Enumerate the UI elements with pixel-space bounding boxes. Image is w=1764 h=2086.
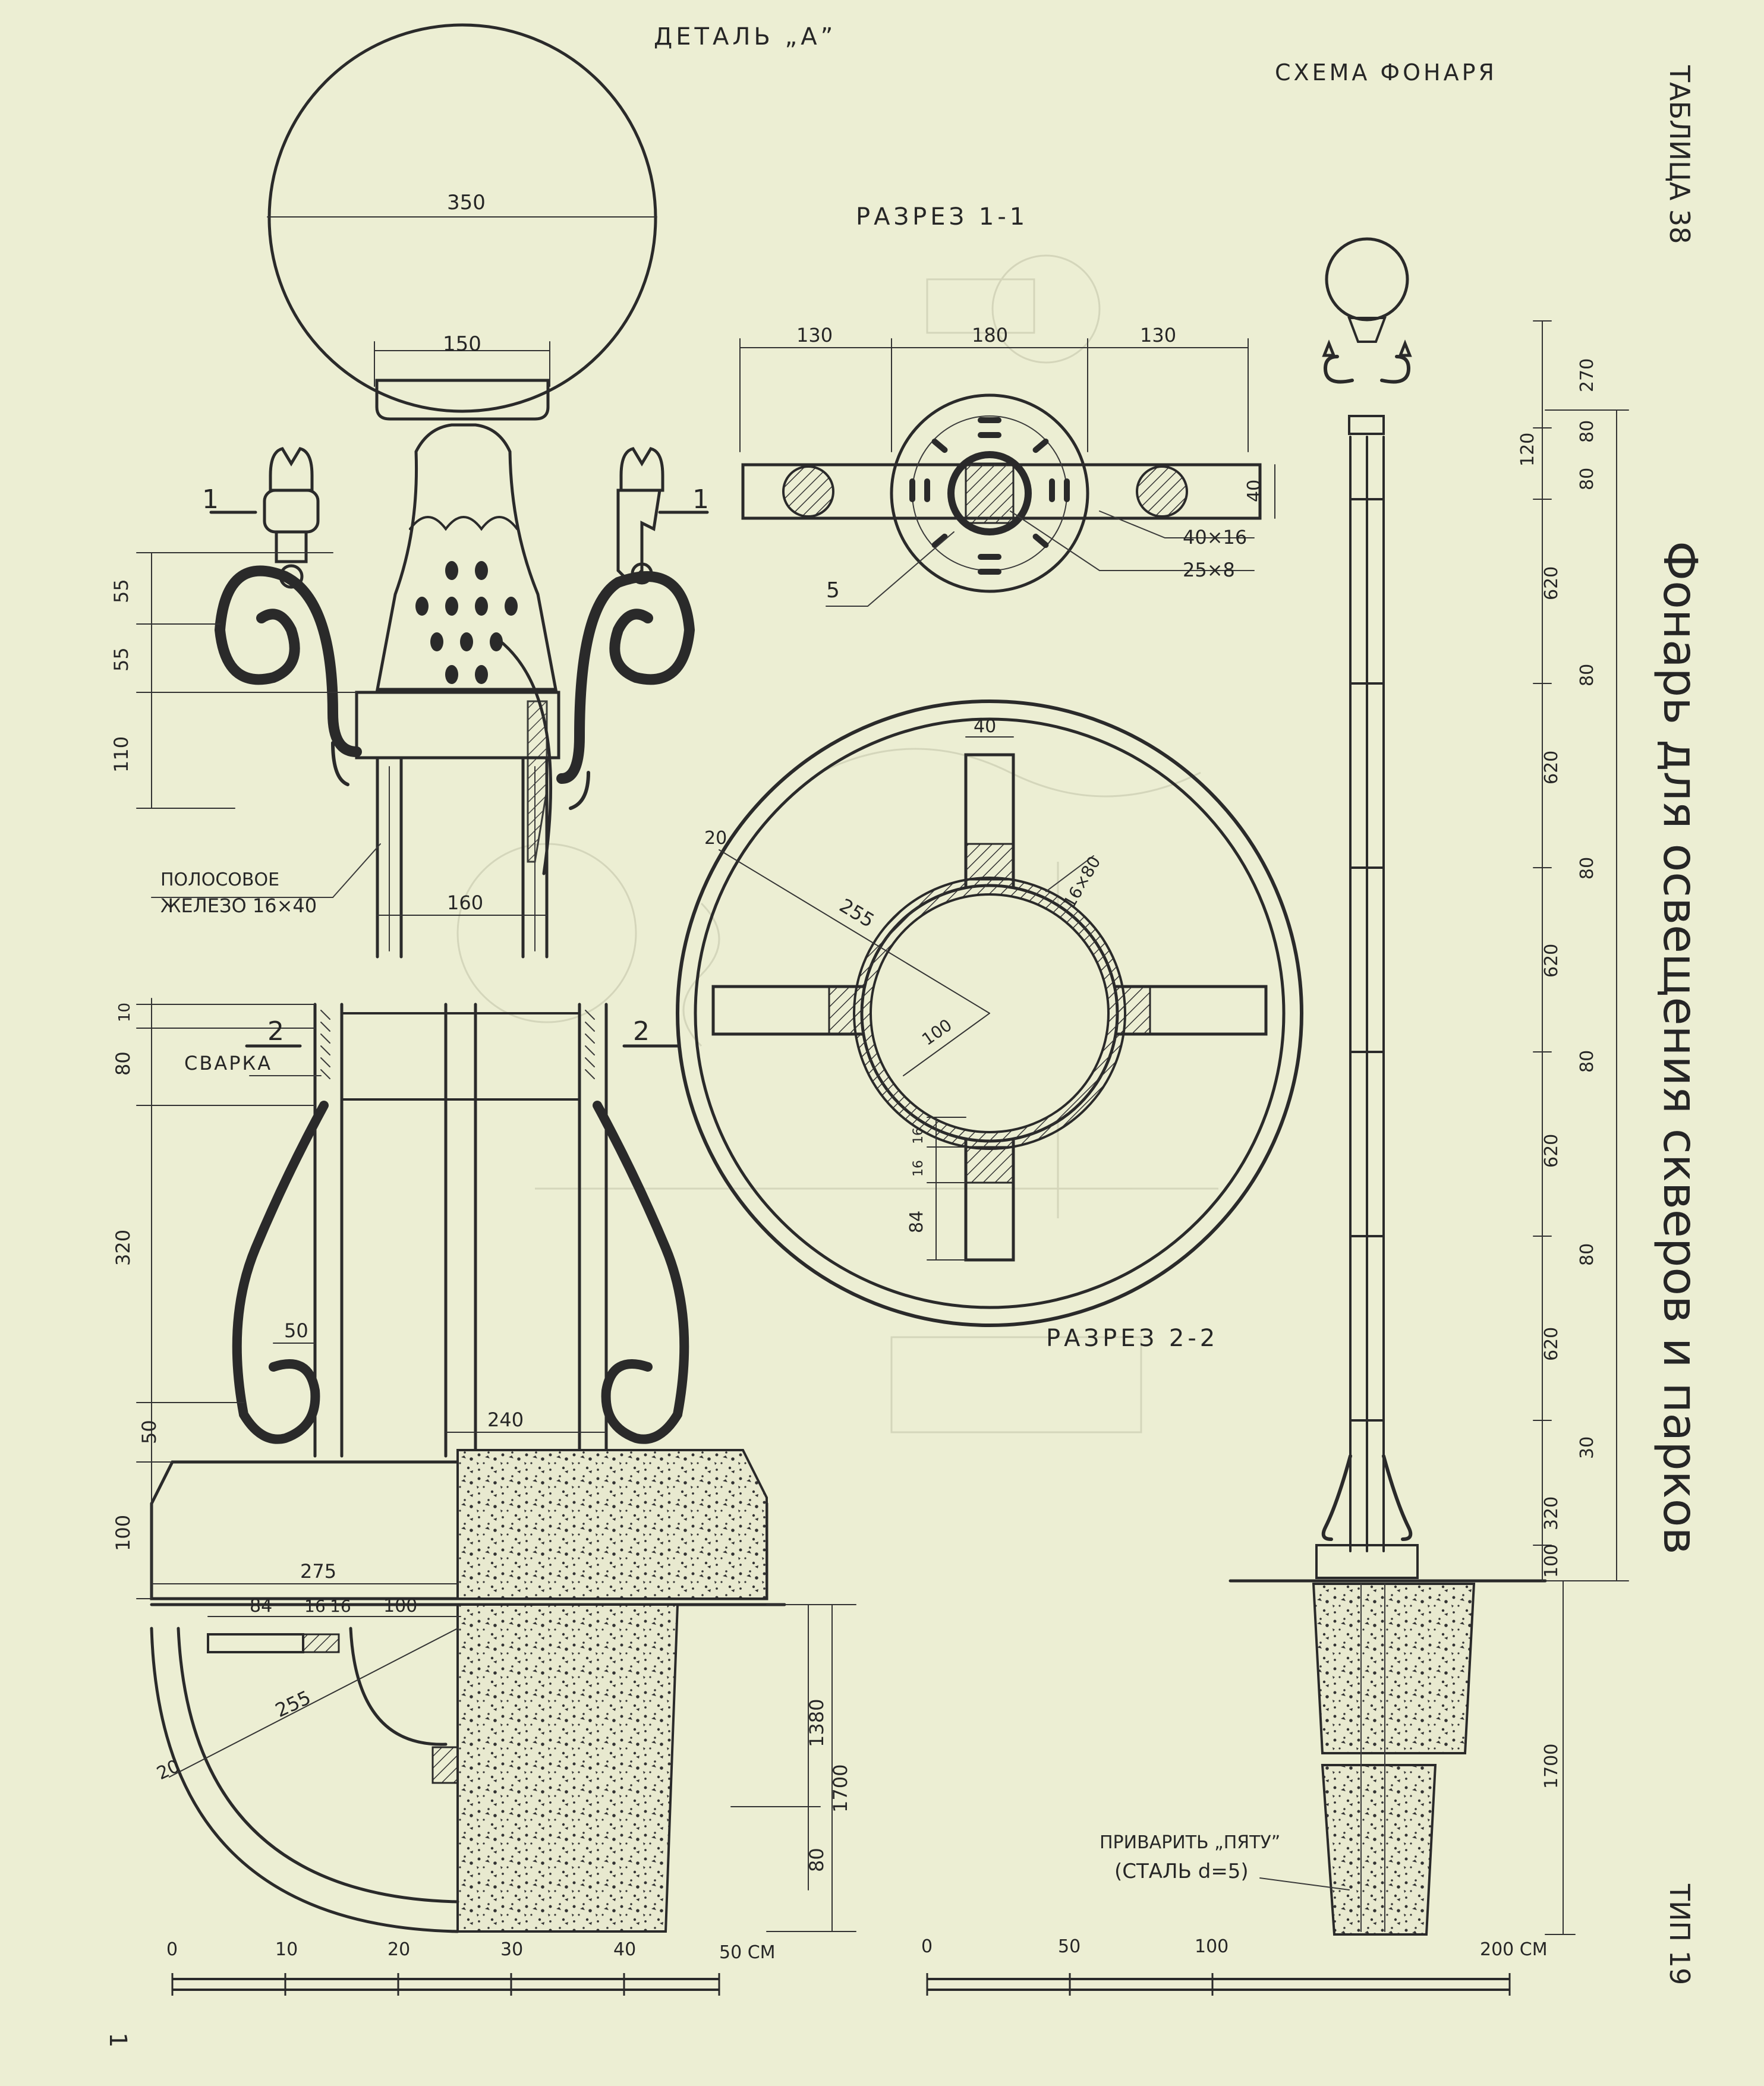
dim-160: 160 — [447, 891, 483, 914]
section-mark-2-left: 2 — [267, 1016, 284, 1047]
label-welding: СВАРКА — [184, 1052, 272, 1074]
left-scale-labels: 0 10 20 30 40 50 СМ — [166, 1939, 776, 1963]
dim-100b: 100 — [383, 1596, 417, 1617]
left-scale-tick-10: 10 — [275, 1939, 298, 1960]
dim-55a: 55 — [110, 579, 133, 603]
label-strip-iron: ПОЛОСОВОЕ — [160, 869, 279, 890]
right-scale-tick-100: 100 — [1195, 1936, 1228, 1957]
section-2-2 — [676, 699, 1303, 1327]
section2-dim-255: 255 — [836, 894, 878, 932]
dim-50b: 50 — [138, 1420, 160, 1444]
table-number: ТАБЛИЦА 38 — [1664, 65, 1696, 244]
lantern-dim-1700: 1700 — [1541, 1744, 1562, 1789]
detail-a-top — [136, 23, 709, 959]
lantern-dim-620-5: 620 — [1541, 1327, 1562, 1361]
section-mark-1-left: 1 — [202, 484, 219, 515]
dim-84: 84 — [250, 1596, 272, 1617]
section1-dim-130-right: 130 — [1140, 324, 1176, 346]
dim-80b: 80 — [805, 1848, 828, 1872]
dim-275: 275 — [300, 1560, 336, 1583]
left-scale-tick-0: 0 — [166, 1939, 178, 1960]
right-scale-unit: 200 СМ — [1480, 1939, 1548, 1960]
section2-dim-16b: 16 — [911, 1160, 926, 1177]
lantern-dim-620-1: 620 — [1541, 566, 1562, 600]
lantern-scheme-title: СХЕМА ФОНАРЯ — [1275, 59, 1497, 86]
lantern-dim-100: 100 — [1541, 1544, 1562, 1578]
dim-50a: 50 — [284, 1319, 308, 1342]
left-scale-tick-30: 30 — [500, 1939, 523, 1960]
section-2-2-title: РАЗРЕЗ 2-2 — [1046, 1325, 1218, 1352]
lantern-dim-620-2: 620 — [1541, 751, 1562, 784]
dim-globe-diameter: 350 — [447, 191, 486, 215]
dim-16b: 16 — [330, 1596, 351, 1616]
lantern-dim-620-4: 620 — [1541, 1134, 1562, 1168]
section-1-1 — [739, 338, 1275, 607]
section1-strip-40x16: 40×16 — [1183, 526, 1247, 549]
section2-dim-20: 20 — [704, 828, 727, 849]
lantern-scheme — [1228, 237, 1629, 1936]
right-scale-tick-50: 50 — [1058, 1936, 1081, 1957]
detail-a-title: ДЕТАЛЬ „А” — [654, 23, 836, 51]
dim-320: 320 — [112, 1230, 134, 1266]
section1-dim-180: 180 — [972, 324, 1008, 346]
section2-strip-16x80: 16×80 — [1059, 853, 1104, 912]
dim-100: 100 — [112, 1515, 134, 1551]
right-scale-labels: 0 50 100 200 СМ — [921, 1936, 1548, 1960]
lantern-dimension-labels: 270 80 120 80 620 80 620 80 620 80 620 8… — [1517, 358, 1598, 1789]
type-label: ТИП 19 — [1664, 1883, 1696, 1985]
left-scale-tick-40: 40 — [613, 1939, 636, 1960]
label-weld-heel: ПРИВАРИТЬ „ПЯТУ” — [1100, 1832, 1280, 1853]
label-strip-iron-size: ЖЕЛЕЗО 16×40 — [160, 894, 317, 917]
dim-110: 110 — [110, 736, 133, 773]
section2-dim-84: 84 — [906, 1211, 927, 1233]
dim-55b: 55 — [110, 647, 133, 672]
dim-1380: 1380 — [805, 1699, 828, 1747]
section-1-1-title: РАЗРЕЗ 1-1 — [856, 203, 1028, 231]
main-title: Фонарь для освещения скверов и парков — [1653, 541, 1706, 1554]
section1-strip-25x8: 25×8 — [1183, 559, 1235, 581]
bleed-through — [456, 254, 1218, 1433]
section2-dim-40: 40 — [974, 716, 996, 737]
lantern-dim-80-4: 80 — [1577, 857, 1598, 880]
lantern-dim-80-3: 80 — [1577, 664, 1598, 686]
lantern-dim-320: 320 — [1541, 1496, 1562, 1530]
left-scale-tick-20: 20 — [388, 1939, 410, 1960]
dim-255: 255 — [272, 1686, 314, 1722]
section1-dim-40: 40 — [1244, 480, 1265, 502]
dim-1700: 1700 — [829, 1764, 852, 1813]
dim-20: 20 — [154, 1756, 183, 1784]
dim-240: 240 — [487, 1408, 524, 1431]
dim-16a: 16 — [304, 1596, 326, 1616]
dim-neck-width: 150 — [443, 332, 481, 356]
lantern-dim-620-3: 620 — [1541, 944, 1562, 978]
right-scale-tick-0: 0 — [921, 1936, 933, 1957]
lantern-dim-80-2: 80 — [1577, 468, 1598, 490]
section1-item-5: 5 — [826, 578, 840, 603]
corner-mark: 1 — [104, 2033, 131, 2047]
lantern-dim-80-5: 80 — [1577, 1050, 1598, 1073]
left-scale-unit: 50 СМ — [719, 1942, 776, 1963]
section-mark-2-right: 2 — [633, 1016, 650, 1047]
label-steel-d5: (СТАЛЬ d=5) — [1114, 1860, 1249, 1883]
lantern-dim-30: 30 — [1577, 1436, 1598, 1459]
lantern-dim-80-top: 80 — [1577, 420, 1598, 443]
section-mark-1-right: 1 — [692, 484, 709, 515]
lantern-dim-270: 270 — [1577, 358, 1598, 392]
section1-dim-130-left: 130 — [796, 324, 833, 346]
dim-10: 10 — [116, 1003, 134, 1022]
section2-dim-16a: 16 — [911, 1127, 926, 1144]
lantern-dim-80-6: 80 — [1577, 1243, 1598, 1266]
scale-bars — [171, 1973, 1511, 1996]
lantern-dim-120: 120 — [1517, 433, 1538, 467]
dim-80: 80 — [112, 1051, 134, 1076]
detail-a-base — [136, 998, 856, 1933]
